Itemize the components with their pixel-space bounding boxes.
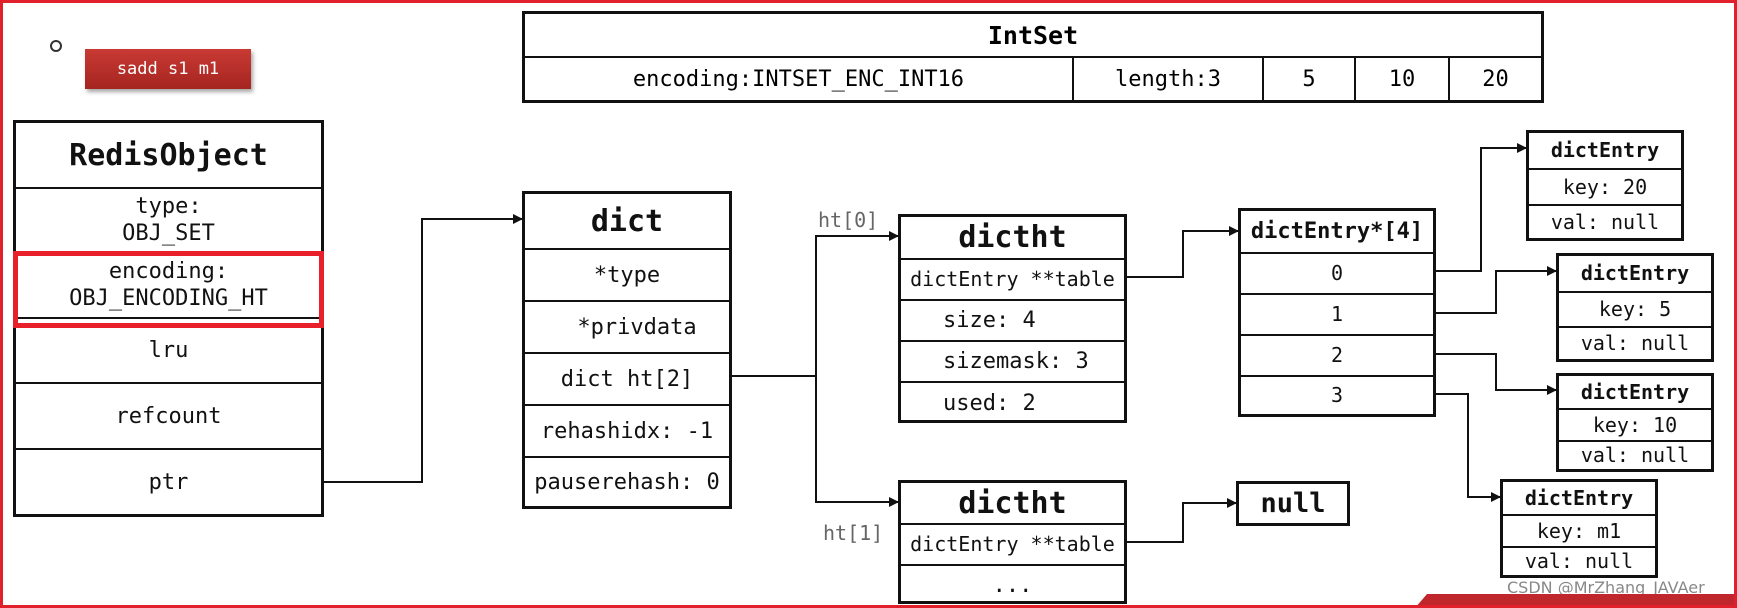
ptr-to-dict-arrow bbox=[324, 214, 523, 483]
dict-struct: dict *type *privdata dict ht[2] rehashid… bbox=[522, 191, 732, 509]
dict-entry-node: dictEntry key: 10 val: null bbox=[1556, 373, 1714, 472]
entry-val: val: null bbox=[1580, 331, 1690, 355]
null-box: null bbox=[1236, 481, 1350, 526]
dict-field: *privdata bbox=[525, 302, 729, 354]
command-badge: sadd s1 m1 bbox=[85, 49, 251, 89]
refcount-field: refcount bbox=[16, 384, 321, 450]
dict-field: dict ht[2] bbox=[525, 354, 729, 406]
dict-entry-node: dictEntry key: 5 val: null bbox=[1556, 253, 1714, 362]
slot2-arrow bbox=[1436, 353, 1557, 395]
entry-val: val: null bbox=[1580, 443, 1690, 467]
ht0-label: ht[0] bbox=[818, 208, 879, 232]
dictht-field: used: 2 bbox=[943, 390, 1036, 416]
entry-key: key: 20 bbox=[1529, 170, 1681, 206]
entry-title: dictEntry bbox=[1559, 376, 1711, 410]
ht-to-ht0-arrow bbox=[732, 231, 899, 377]
entry-title: dictEntry bbox=[1559, 256, 1711, 293]
bullet-icon bbox=[50, 40, 62, 52]
dict-title: dict bbox=[525, 194, 729, 250]
ptr-field: ptr bbox=[148, 469, 189, 495]
ht-to-ht1-arrow bbox=[815, 376, 899, 507]
entry-key: key: 5 bbox=[1559, 293, 1711, 328]
intset-encoding-cell: encoding:INTSET_ENC_INT16 bbox=[525, 58, 1074, 100]
entry-val: val: null bbox=[1550, 209, 1660, 234]
dict-entry-node: dictEntry key: 20 val: null bbox=[1526, 130, 1684, 241]
slot1-arrow bbox=[1436, 266, 1557, 314]
corner-decoration bbox=[1415, 594, 1737, 608]
null-label: null bbox=[1260, 488, 1326, 519]
dictht-ht1: dictht dictEntry **table ... bbox=[898, 480, 1127, 604]
table-to-null-arrow bbox=[1127, 498, 1237, 543]
dict-field: *type bbox=[525, 250, 729, 302]
array-slot: 3 bbox=[1330, 383, 1344, 407]
dict-entry-array: dictEntry*[4] 0 1 2 3 bbox=[1238, 208, 1436, 417]
array-slot: 1 bbox=[1241, 295, 1433, 336]
dict-field: rehashidx: -1 bbox=[525, 406, 729, 458]
entry-val: val: null bbox=[1524, 549, 1634, 573]
dict-entry-node: dictEntry key: m1 val: null bbox=[1500, 479, 1658, 578]
dictht-field: dictEntry **table bbox=[901, 525, 1124, 566]
encoding-highlight bbox=[13, 251, 324, 328]
type-field: type: OBJ_SET bbox=[16, 189, 321, 253]
entry-title: dictEntry bbox=[1503, 482, 1655, 516]
entry-key: key: 10 bbox=[1559, 410, 1711, 442]
ht1-label: ht[1] bbox=[823, 521, 884, 545]
encoding-field: encoding: OBJ_ENCODING_HT bbox=[16, 253, 321, 319]
intset-length-cell: length:3 bbox=[1074, 58, 1264, 100]
intset-value-cell: 5 bbox=[1264, 58, 1356, 100]
slot3-arrow bbox=[1436, 393, 1501, 502]
intset-value-cell: 10 bbox=[1356, 58, 1450, 100]
intset-table: IntSet encoding:INTSET_ENC_INT16 length:… bbox=[522, 11, 1544, 103]
lru-field: lru bbox=[16, 319, 321, 384]
array-slot: 0 bbox=[1241, 254, 1433, 295]
intset-value-cell: 20 bbox=[1482, 66, 1509, 92]
entry-key: key: m1 bbox=[1503, 516, 1655, 548]
dictht-title: dictht bbox=[901, 483, 1124, 525]
dictht-field: ... bbox=[992, 572, 1033, 598]
dictht-ht0: dictht dictEntry **table size: 4 sizemas… bbox=[898, 214, 1127, 423]
dictht-field: size: 4 bbox=[901, 301, 1124, 342]
array-slot: 2 bbox=[1241, 336, 1433, 377]
redis-object-title: RedisObject bbox=[16, 123, 321, 189]
intset-title: IntSet bbox=[525, 14, 1541, 58]
dictht-title: dictht bbox=[901, 217, 1124, 260]
entry-title: dictEntry bbox=[1529, 133, 1681, 170]
array-title: dictEntry*[4] bbox=[1241, 211, 1433, 254]
dictht-field: sizemask: 3 bbox=[901, 342, 1124, 383]
slot0-arrow bbox=[1436, 143, 1527, 272]
dict-field: pauserehash: 0 bbox=[534, 469, 720, 495]
dictht-field: dictEntry **table bbox=[901, 260, 1124, 301]
watermark: CSDN @MrZhang_JAVAer bbox=[1507, 578, 1705, 597]
table-to-array-arrow bbox=[1127, 226, 1239, 278]
